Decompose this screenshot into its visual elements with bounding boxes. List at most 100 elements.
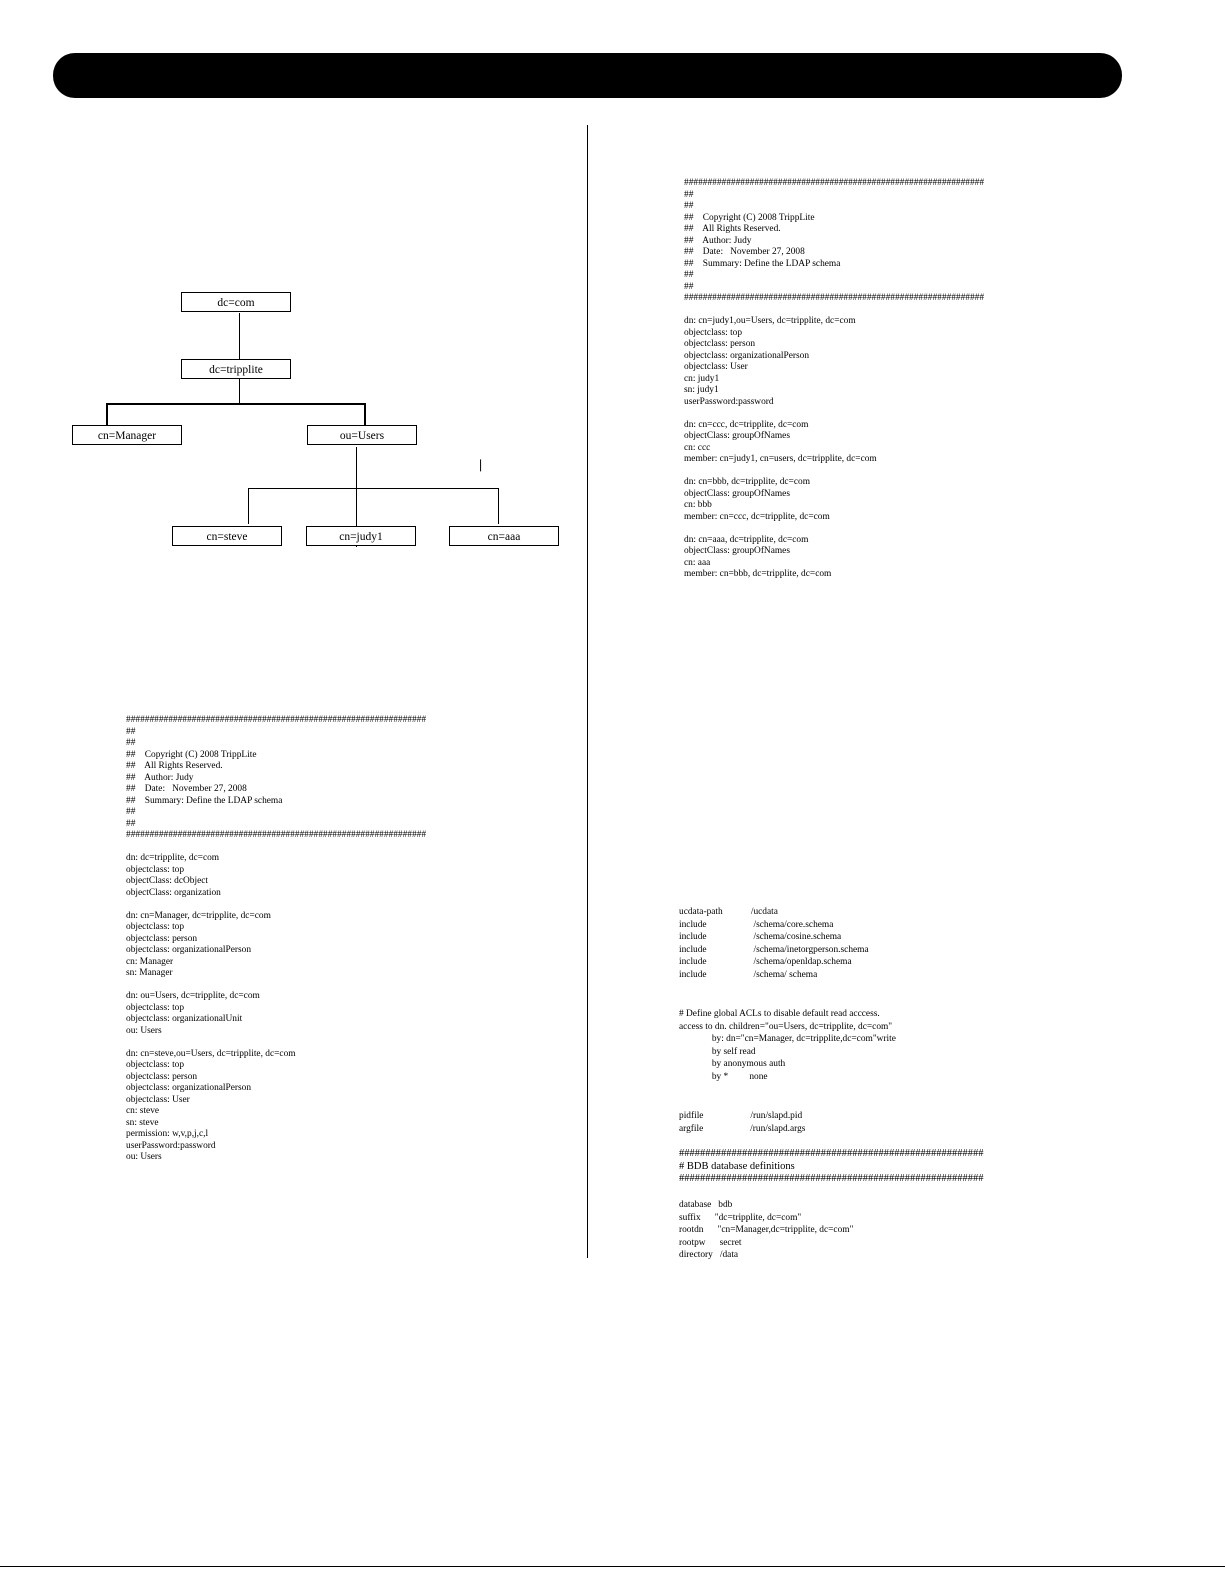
code-line: objectclass: person <box>126 1071 198 1082</box>
code-line: include /schema/core.schema <box>679 919 834 930</box>
code-line: cn: aaa <box>684 557 711 568</box>
code-line: ## Author: Judy <box>126 772 194 783</box>
code-line: ########################################… <box>126 830 426 840</box>
tree-node-root: dc=com <box>181 292 291 312</box>
code-line: objectClass: groupOfNames <box>684 431 790 441</box>
code-line: rootdn "cn=Manager,dc=tripplite, dc=com" <box>679 1225 854 1235</box>
code-line: directory /data <box>679 1250 739 1260</box>
code-line: by anonymous auth <box>679 1059 786 1069</box>
code-line: ## All Rights Reserved. <box>684 224 781 234</box>
code-line: dn: dc=tripplite, dc=com <box>126 853 220 863</box>
bottom-rule <box>0 1566 1225 1567</box>
code-line: cn: bbb <box>684 500 712 510</box>
code-line: sn: steve <box>126 1117 159 1128</box>
code-line: objectclass: top <box>684 327 743 338</box>
code-line: ########################################… <box>679 1173 984 1184</box>
code-line: cn: Manager <box>126 956 174 967</box>
code-line: ## Copyright (C) 2008 TrippLite <box>684 212 815 223</box>
code-line: objectclass: top <box>126 922 185 932</box>
header-bar <box>53 53 1122 98</box>
code-line: ## <box>126 807 136 817</box>
code-line: objectClass: groupOfNames <box>684 546 790 556</box>
code-line: ## <box>126 818 136 829</box>
code-line: include /schema/inetorgperson.schema <box>679 944 869 955</box>
code-line: ########################################… <box>684 178 984 188</box>
code-line: userPassword:password <box>684 396 774 407</box>
code-line <box>126 1037 426 1049</box>
code-line: ########################################… <box>126 715 426 725</box>
code-line: objectClass: organization <box>126 887 221 898</box>
conf-acl-block: # Define global ACLs to disable default … <box>679 1008 896 1083</box>
tree-node-judy1: cn=judy1 <box>306 526 416 546</box>
code-line: objectclass: top <box>126 1002 185 1013</box>
tree-node-manager: cn=Manager <box>72 425 182 445</box>
code-line: ## <box>684 281 694 292</box>
code-line: cn: judy1 <box>684 373 720 384</box>
code-line: ## Author: Judy <box>684 235 752 246</box>
code-line <box>684 466 984 478</box>
tree-node-tripplite: dc=tripplite <box>181 359 291 379</box>
code-line: ########################################… <box>679 1148 984 1159</box>
code-line: userPassword:password <box>126 1140 216 1151</box>
code-line: cn: ccc <box>684 442 711 453</box>
code-line: dn: cn=bbb, dc=tripplite, dc=com <box>684 477 810 487</box>
code-line: ## <box>684 270 694 280</box>
code-line: by * none <box>679 1071 768 1082</box>
code-line: objectclass: organizationalPerson <box>684 350 810 361</box>
code-line: # Define global ACLs to disable default … <box>679 1009 880 1019</box>
ldif-listing-left: ########################################… <box>126 715 426 1164</box>
code-line: ou: Users <box>126 1025 162 1036</box>
code-line: access to dn. children="ou=Users, dc=tri… <box>679 1021 893 1032</box>
code-line: ########################################… <box>684 293 984 303</box>
code-line <box>126 980 426 992</box>
code-line: ## All Rights Reserved. <box>126 761 223 771</box>
code-line: dn: cn=aaa, dc=tripplite, dc=com <box>684 534 809 545</box>
code-line: ## Summary: Define the LDAP schema <box>126 795 283 806</box>
code-line: member: cn=bbb, dc=tripplite, dc=com <box>684 569 832 579</box>
code-line: ## Copyright (C) 2008 TrippLite <box>126 749 257 760</box>
code-line: objectclass: top <box>126 1060 185 1070</box>
ldif-listing-right: ########################################… <box>684 178 984 581</box>
code-line: dn: cn=judy1,ou=Users, dc=tripplite, dc=… <box>684 316 856 326</box>
text-cursor-icon: ⎸ <box>480 458 493 472</box>
code-line: include /schema/ schema <box>679 969 818 980</box>
connector-level2-bus <box>106 403 366 405</box>
code-line: objectclass: organizationalPerson <box>126 1083 252 1093</box>
code-line: ## Summary: Define the LDAP schema <box>684 258 841 269</box>
code-line: objectclass: User <box>684 362 748 372</box>
conf-includes-block: ucdata-path /ucdata include /schema/core.… <box>679 906 869 981</box>
code-line: objectClass: groupOfNames <box>684 488 790 499</box>
code-line: include /schema/openldap.schema <box>679 957 852 967</box>
code-line <box>126 899 426 911</box>
code-line: ucdata-path /ucdata <box>679 907 778 917</box>
connector-tripplite-bus <box>239 379 240 403</box>
code-line: dn: cn=ccc, dc=tripplite, dc=com <box>684 419 809 430</box>
code-line: dn: ou=Users, dc=tripplite, dc=com <box>126 991 260 1001</box>
tree-node-users: ou=Users <box>307 425 417 445</box>
code-line <box>684 523 984 535</box>
code-line: dn: cn=steve,ou=Users, dc=tripplite, dc=… <box>126 1048 296 1059</box>
code-line <box>684 305 984 317</box>
code-line: suffix "dc=tripplite, dc=com" <box>679 1212 802 1223</box>
code-line: rootpw secret <box>679 1237 742 1248</box>
connector-users <box>364 403 366 425</box>
connector-manager <box>106 403 108 425</box>
code-line: objectclass: User <box>126 1094 190 1105</box>
code-line: ## <box>126 738 136 748</box>
connector-level3-bus <box>248 488 499 489</box>
tree-node-aaa: cn=aaa <box>449 526 559 546</box>
code-line: dn: cn=Manager, dc=tripplite, dc=com <box>126 910 271 921</box>
code-line <box>684 408 984 420</box>
code-line: pidfile /run/slapd.pid <box>679 1111 803 1121</box>
code-line: ## Date: November 27, 2008 <box>126 784 247 794</box>
connector-users-down <box>356 447 357 547</box>
code-line: ## <box>126 726 136 737</box>
tree-node-steve: cn=steve <box>172 526 282 546</box>
code-line: objectclass: person <box>684 339 756 349</box>
code-line: ## <box>684 189 694 200</box>
code-line: ## <box>684 201 694 211</box>
column-divider <box>587 125 588 1258</box>
code-line: sn: judy1 <box>684 385 719 395</box>
